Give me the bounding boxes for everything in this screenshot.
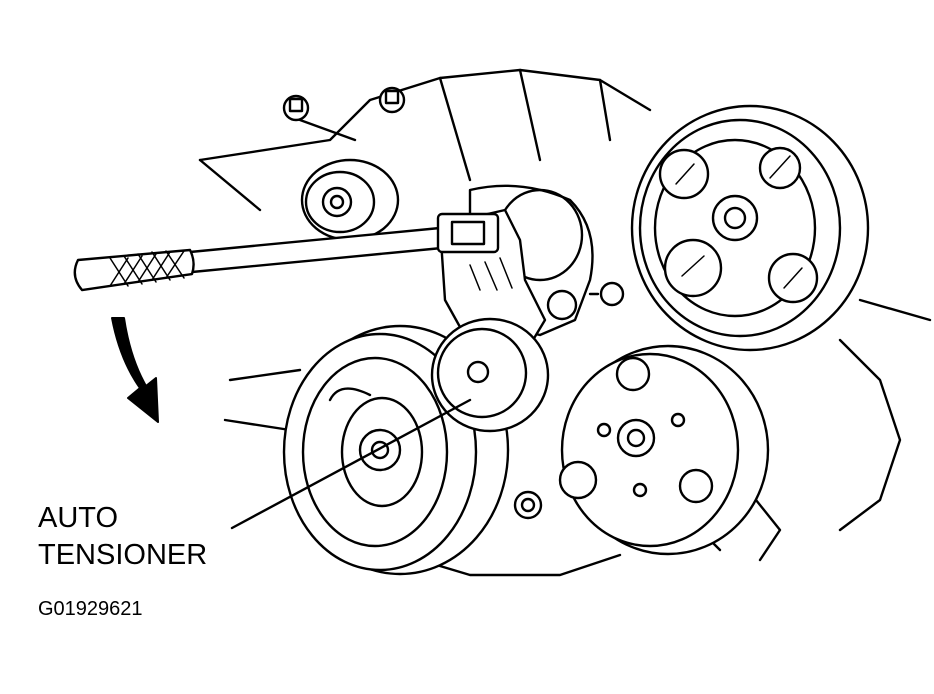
callout-leader-line xyxy=(230,398,472,530)
ac-compressor-pulley xyxy=(558,344,770,556)
callout-line-1: AUTO xyxy=(38,502,119,534)
rotation-direction-arrow xyxy=(111,317,159,423)
auto-tensioner-pulley xyxy=(430,317,550,433)
idler-pulley xyxy=(300,158,400,242)
auto-tensioner-label: AUTO TENSIONER xyxy=(38,500,207,574)
bolt-lower xyxy=(513,490,543,520)
figure-id: G01929621 xyxy=(38,598,143,620)
bolt-mid-right xyxy=(588,281,625,307)
bolt-top-center xyxy=(378,86,406,114)
breaker-bar xyxy=(73,212,500,292)
bolt-top-left xyxy=(282,94,310,122)
power-steering-pulley xyxy=(630,104,870,352)
callout-line-2: TENSIONER xyxy=(38,539,208,571)
tensioner-bracket xyxy=(438,184,594,347)
